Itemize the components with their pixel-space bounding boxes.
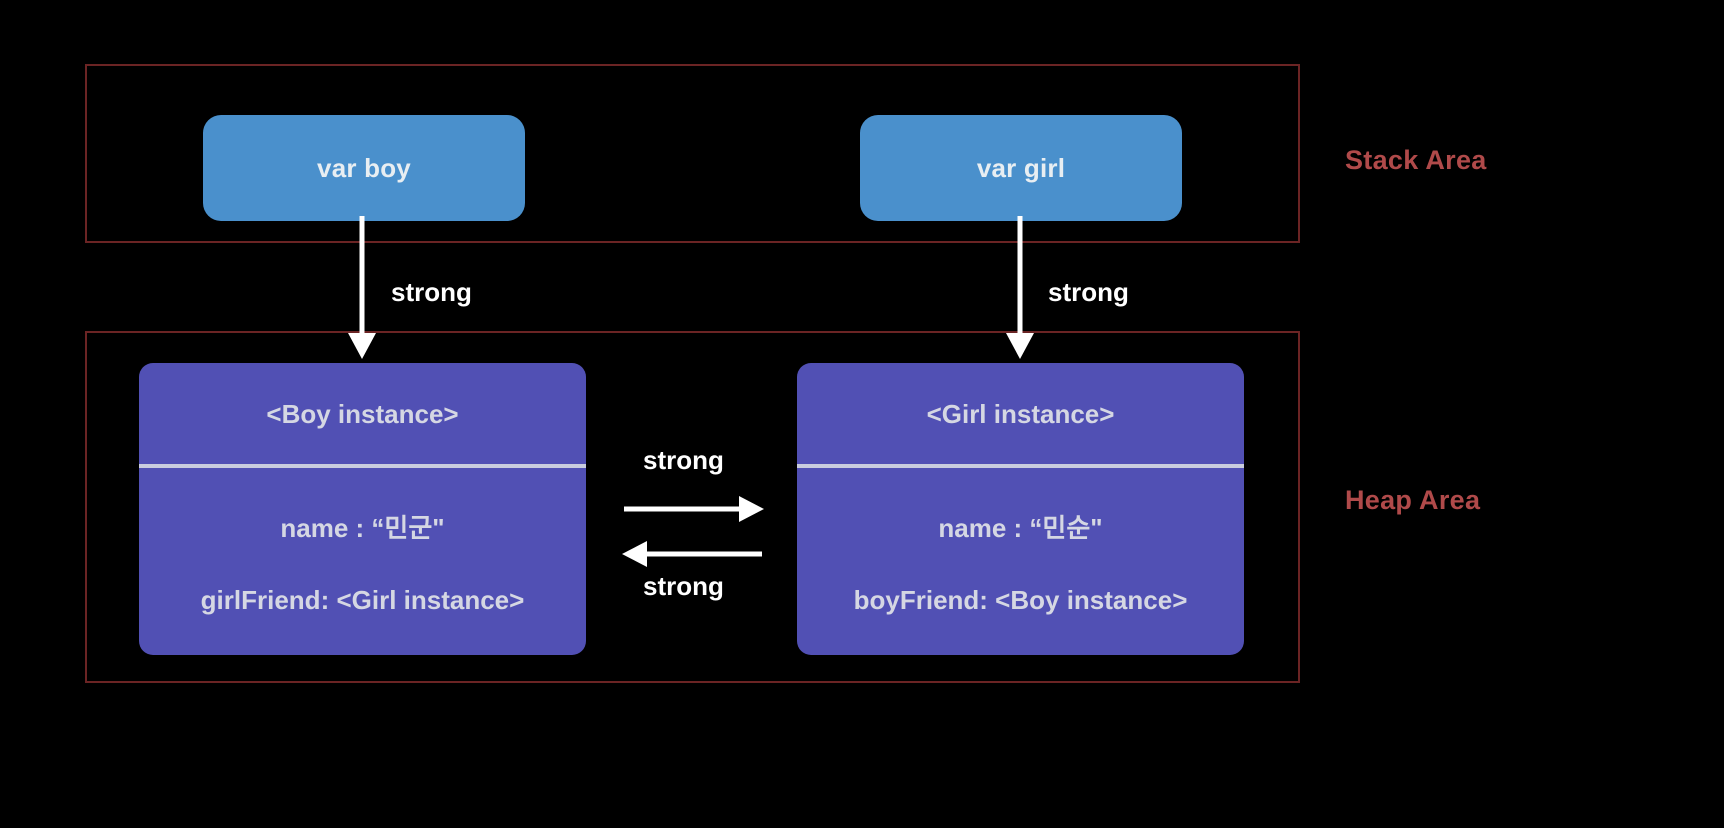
stack-area-label: Stack Area: [1345, 145, 1487, 175]
edge-label-strong-girlfriend: strong: [643, 445, 724, 475]
edge-label-strong-boyfriend: strong: [643, 571, 724, 601]
heap-field-name: name : “민순": [938, 512, 1103, 543]
heap-node-divider: [139, 464, 586, 468]
heap-node-title: <Boy instance>: [266, 398, 459, 429]
edge-label-strong-girl: strong: [1048, 277, 1129, 307]
heap-node-body: name : “민군" girlFriend: <Girl instance>: [139, 468, 586, 655]
heap-node-girl-instance: <Girl instance> name : “민순" boyFriend: <…: [797, 363, 1244, 655]
heap-field-girlfriend: girlFriend: <Girl instance>: [200, 584, 525, 615]
heap-field-boyfriend: boyFriend: <Boy instance>: [853, 584, 1188, 615]
edge-label-strong-boy: strong: [391, 277, 472, 307]
heap-node-body: name : “민순" boyFriend: <Boy instance>: [797, 468, 1244, 655]
stack-area-region: [85, 64, 1300, 243]
heap-area-label: Heap Area: [1345, 485, 1481, 515]
heap-node-boy-instance: <Boy instance> name : “민군" girlFriend: <…: [139, 363, 586, 655]
stack-node-var-boy: var boy: [203, 115, 525, 221]
stack-node-var-girl: var girl: [860, 115, 1182, 221]
heap-area-region: [85, 331, 1300, 683]
heap-node-divider: [797, 464, 1244, 468]
heap-field-name: name : “민군": [280, 512, 445, 543]
heap-node-title: <Girl instance>: [926, 398, 1115, 429]
